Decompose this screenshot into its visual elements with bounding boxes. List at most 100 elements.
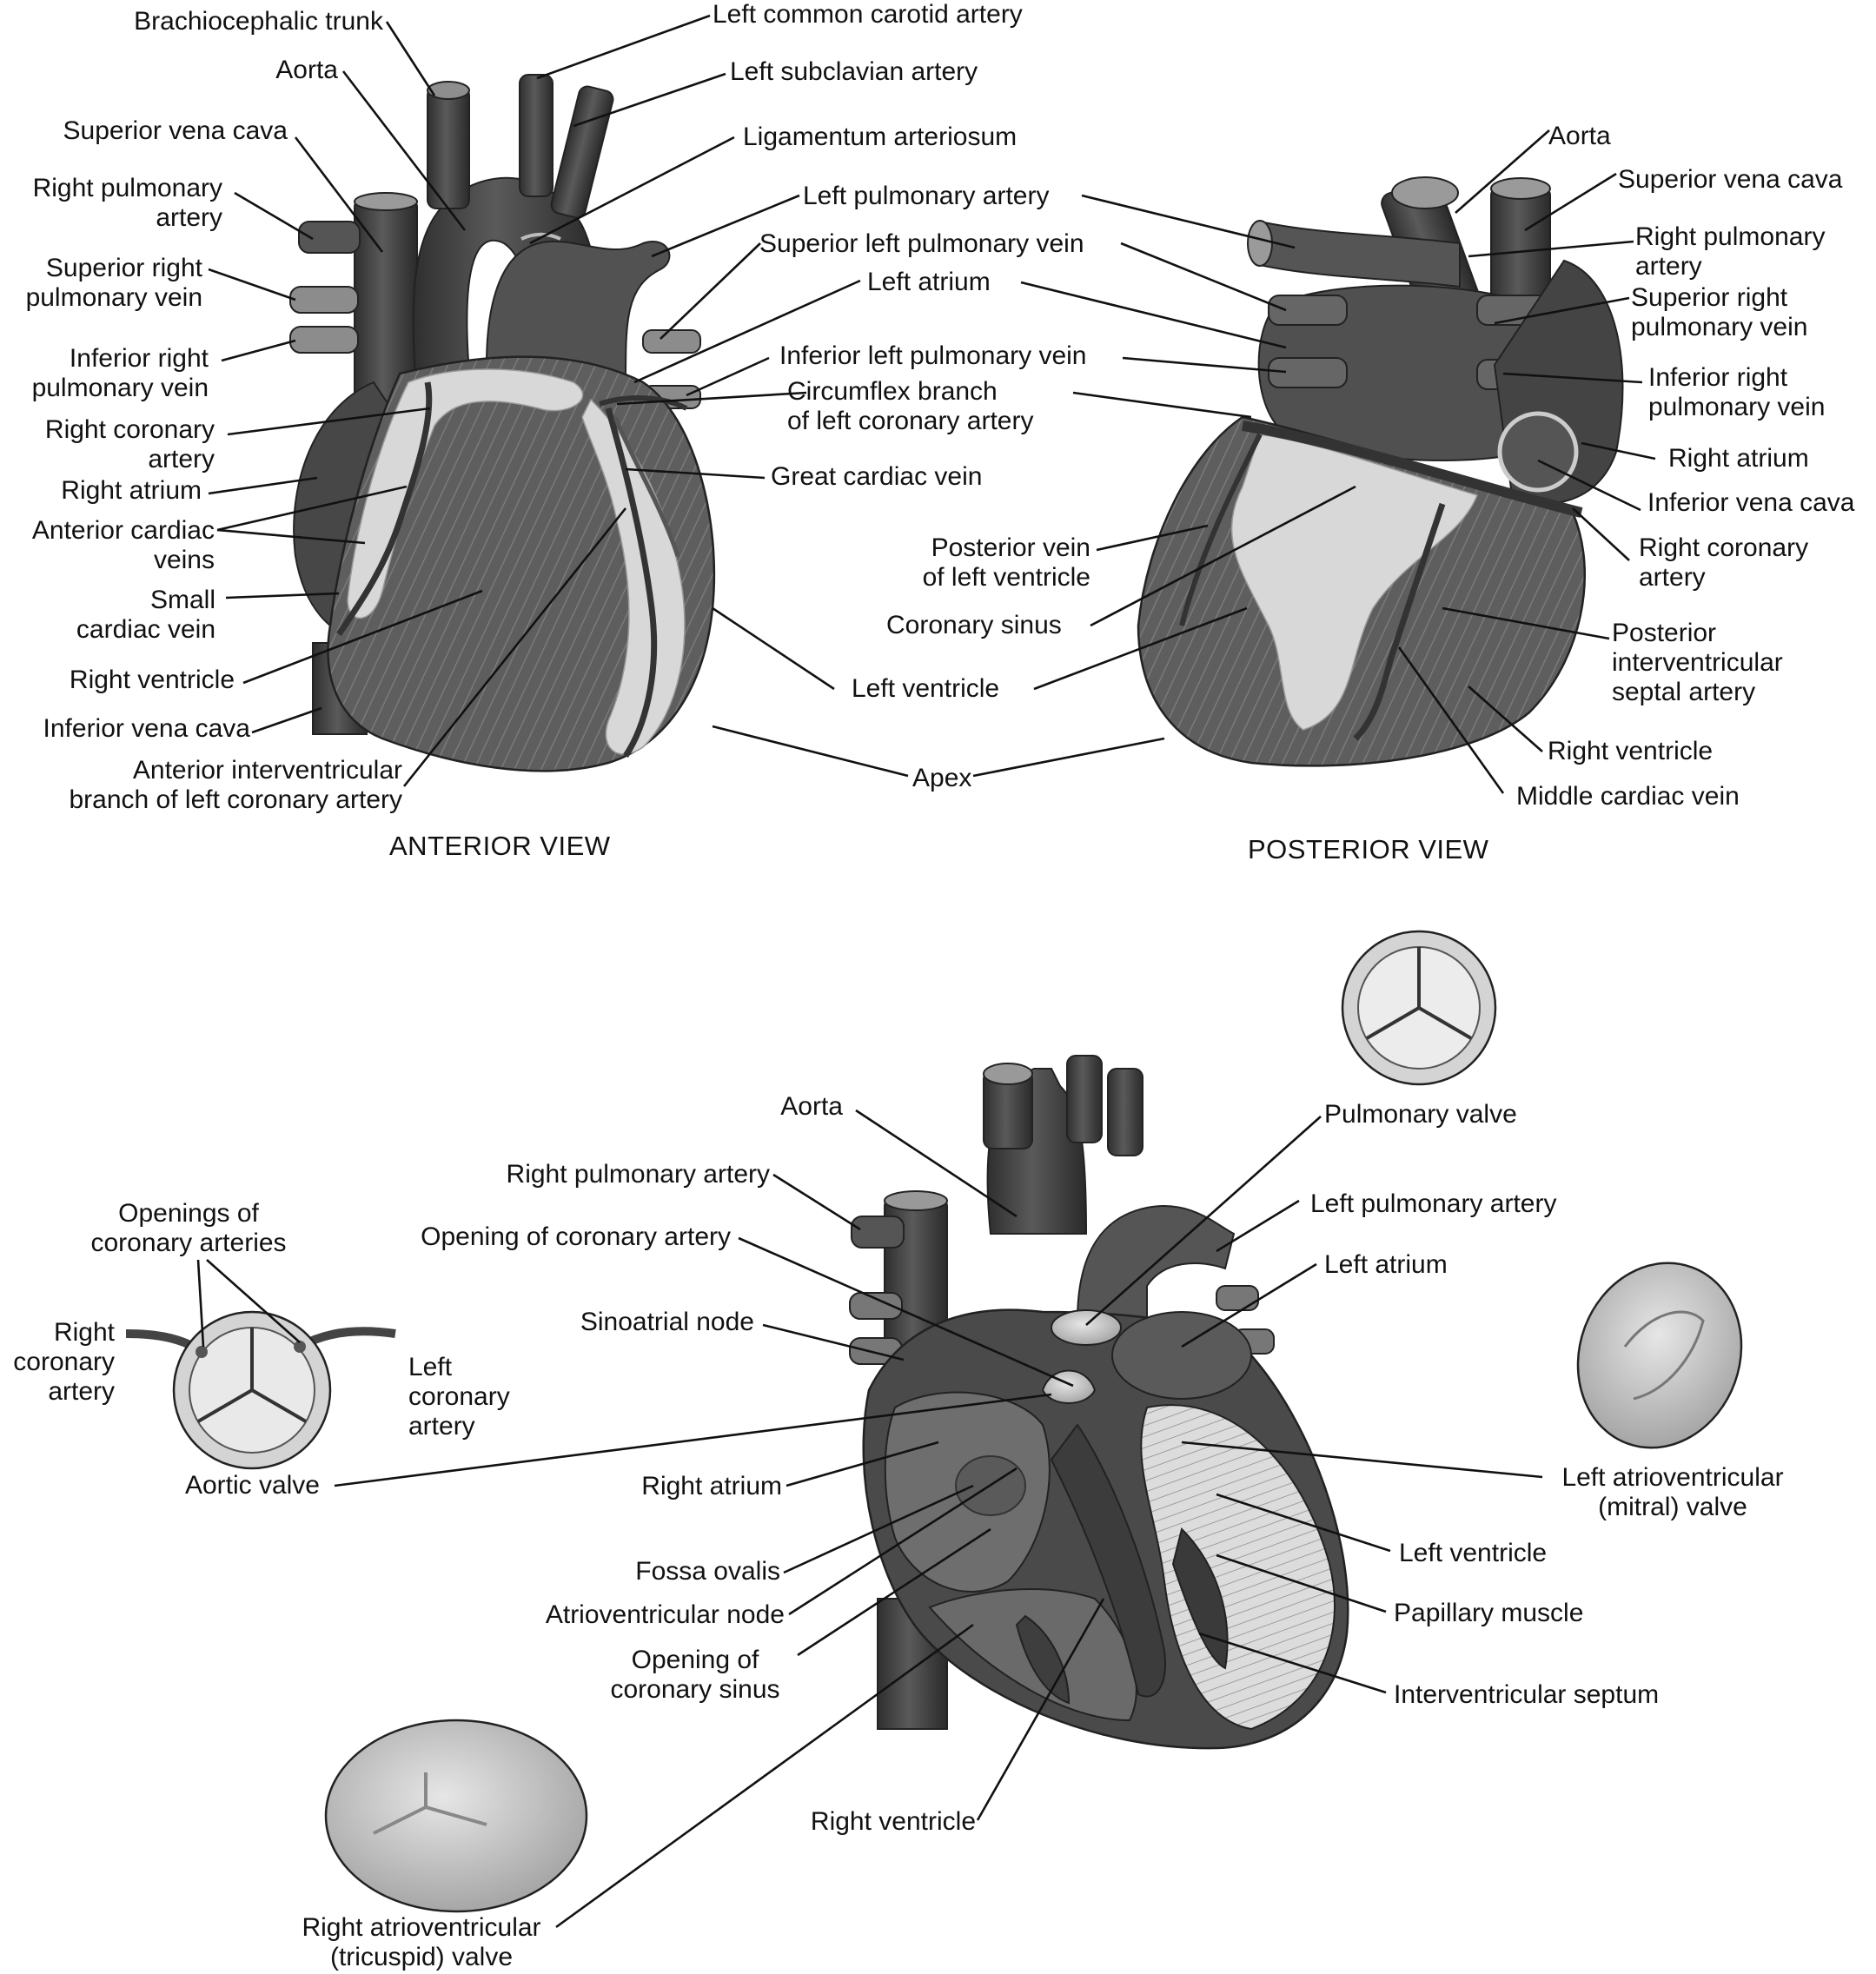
leader-sec-pulm-valve (1085, 1116, 1322, 1326)
leader-sec-openings-1 (196, 1259, 205, 1348)
leader-post-ra (1581, 441, 1656, 460)
pulmonary-detail-commissures (1365, 947, 1473, 1040)
leader-post-rca (1572, 507, 1630, 561)
label-sec-opening-of-coronary-sinus: Opening of coronary sinus (610, 1646, 780, 1704)
leader-ant-gcv (625, 467, 766, 480)
label-sec-openings-of-coronary-arteries: Openings of coronary arteries (90, 1199, 287, 1257)
label-sec-right-atrium: Right atrium (641, 1472, 782, 1500)
label-ant-apex: Apex (912, 764, 972, 792)
leader-ant-irpv (221, 339, 296, 362)
leader-sec-mitral (1181, 1441, 1543, 1479)
leader-ant-slpv (660, 242, 761, 340)
leader-ant-rpa (234, 191, 314, 241)
leader-ant-ilpv (686, 356, 770, 397)
anterior-left-pulmonary-vein-sup (642, 329, 701, 354)
label-ant-left-subclavian: Left subclavian artery (730, 57, 978, 86)
section-left-common-carotid (1066, 1055, 1103, 1143)
leader-sec-lpa (1216, 1199, 1300, 1253)
leader-post-lv (1033, 606, 1248, 691)
tricuspid-detail-commissures (373, 1772, 487, 1835)
leader-post-ivc (1537, 459, 1641, 512)
label-post-right-coronary-artery: Right coronary artery (1639, 533, 1809, 592)
leader-post-ilpv (1122, 356, 1287, 374)
label-post-inferior-vena-cava: Inferior vena cava (1647, 488, 1855, 517)
label-sec-left-coronary-artery: Left coronary artery (408, 1353, 510, 1441)
anterior-heart-illustration (289, 74, 716, 772)
leader-sec-opening-coronary (738, 1236, 1074, 1388)
posterior-right-pulmonary-artery (1259, 220, 1461, 288)
mitral-detail-ring (1576, 1262, 1743, 1449)
label-sec-interventricular-septum: Interventricular septum (1394, 1680, 1660, 1709)
leader-ant-lv (712, 606, 835, 691)
label-sec-left-av-valve: Left atrioventricular (mitral) valve (1561, 1463, 1784, 1521)
leader-ant-svc (294, 136, 384, 253)
aortic-detail-opening-right (196, 1346, 208, 1358)
label-sec-right-av-valve: Right atrioventricular (tricuspid) valve (302, 1913, 541, 1971)
section-left-subclavian (1107, 1068, 1143, 1156)
section-left-pulm-vein-1 (1216, 1285, 1259, 1311)
label-post-superior-right-pulmonary-vein: Superior right pulmonary vein (1631, 283, 1808, 341)
leader-ant-rv (242, 589, 483, 685)
anterior-ligamentum (520, 232, 561, 241)
posterior-left-pulmonary-vein-sup (1268, 295, 1348, 326)
leader-post-circumflex (1072, 391, 1252, 419)
label-ant-interventricular-branch: Anterior interventricular branch of left… (69, 756, 402, 814)
leader-post-rpa (1468, 240, 1634, 258)
pulmonary-valve-detail (1341, 930, 1497, 1086)
label-ant-aorta: Aorta (275, 56, 338, 84)
anterior-fat-atrioventricular (347, 368, 584, 619)
leader-post-irpv (1502, 372, 1643, 384)
label-ant-right-atrium: Right atrium (61, 476, 202, 505)
leader-sec-tricuspid (555, 1623, 974, 1929)
label-ant-circumflex-branch: Circumflex branch of left coronary arter… (787, 377, 1034, 435)
leader-post-lpa (1081, 194, 1296, 249)
posterior-svc-opening (1490, 177, 1551, 200)
anterior-left-subclavian (550, 85, 614, 219)
label-sec-left-ventricle: Left ventricle (1399, 1539, 1548, 1567)
label-sec-right-pulmonary-artery: Right pulmonary artery (506, 1160, 770, 1189)
label-sec-aorta: Aorta (780, 1092, 843, 1121)
label-ant-right-pulmonary-artery: Right pulmonary artery (32, 174, 222, 232)
anterior-brachiocephalic-opening (427, 81, 470, 100)
leader-sec-av-node (788, 1467, 1018, 1616)
leader-post-pia (1442, 606, 1610, 640)
label-post-right-atrium: Right atrium (1668, 444, 1809, 473)
posterior-aorta-opening (1391, 176, 1459, 209)
leader-ant-srpv (208, 268, 296, 301)
mitral-detail-leaflet-line (1623, 1310, 1705, 1401)
posterior-interventricular-artery (1353, 502, 1446, 741)
leader-sec-rpa (772, 1173, 861, 1231)
leader-sec-la (1181, 1262, 1317, 1348)
aortic-detail-opening-left (294, 1341, 306, 1353)
leader-sec-septum (1198, 1632, 1387, 1694)
leader-ant-lsa (573, 72, 726, 128)
anterior-left-common-carotid (519, 74, 554, 197)
anterior-superior-right-pulmonary-vein (289, 286, 359, 314)
leader-post-svc (1524, 172, 1617, 232)
posterior-view-title: POSTERIOR VIEW (1248, 834, 1489, 864)
leader-sec-fossa (783, 1484, 974, 1574)
leader-ant-acv2 (216, 528, 366, 545)
posterior-vein-left-ventricle (1179, 433, 1263, 626)
label-ant-right-coronary-artery: Right coronary artery (44, 415, 215, 474)
section-pulmonary-valve (1051, 1309, 1122, 1346)
anterior-lad-branch (605, 407, 658, 758)
label-post-right-ventricle: Right ventricle (1548, 737, 1714, 765)
posterior-ivc-opening (1497, 411, 1579, 493)
section-papillary-muscle (1171, 1527, 1229, 1670)
leader-sec-lv (1216, 1493, 1391, 1553)
tricuspid-valve-detail (324, 1719, 588, 1913)
label-ant-left-atrium: Left atrium (867, 268, 991, 296)
leader-brachiocephalic (385, 21, 436, 96)
label-sec-aortic-valve: Aortic valve (184, 1471, 320, 1500)
posterior-left-pulmonary-vein-inf (1268, 357, 1348, 388)
label-ant-left-common-carotid: Left common carotid artery (713, 0, 1023, 29)
label-ant-inferior-right-pulmonary-vein: Inferior right pulmonary vein (31, 344, 209, 402)
leader-lines (196, 14, 1656, 1929)
mitral-valve-detail (1576, 1262, 1743, 1449)
anterior-circumflex (599, 395, 688, 411)
label-ant-coronary-sinus: Coronary sinus (886, 611, 1062, 639)
leader-ant-ra (208, 476, 318, 495)
leader-ant-lpa (651, 194, 800, 258)
label-sec-left-atrium: Left atrium (1324, 1250, 1448, 1279)
